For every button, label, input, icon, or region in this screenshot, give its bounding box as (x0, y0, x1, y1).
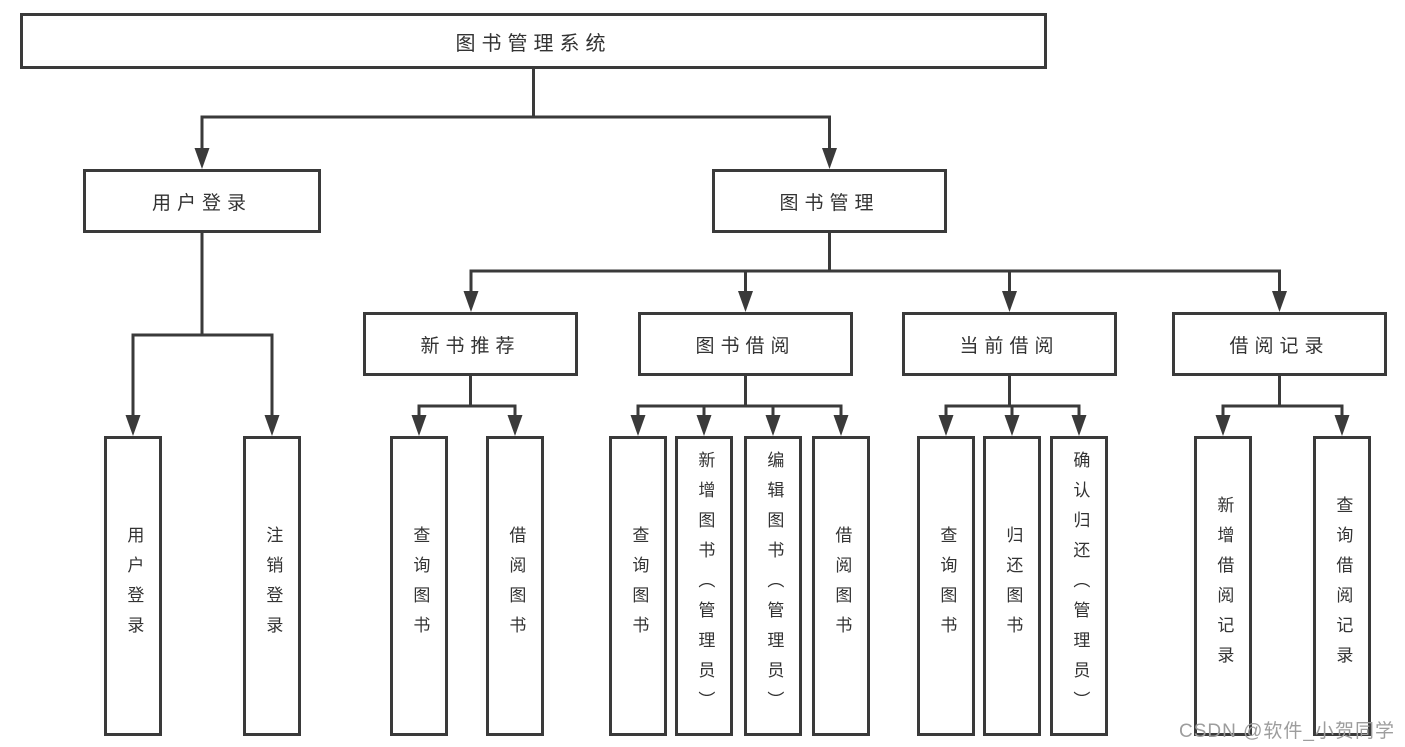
node-leaf-borrow-books: 借阅图书 (812, 436, 870, 736)
node-label: 查询图书 (629, 526, 649, 646)
node-label: 注销登录 (263, 526, 283, 646)
node-leaf-borrow-books: 借阅图书 (486, 436, 544, 736)
node-book-borrowing: 图书借阅 (638, 312, 853, 376)
node-book-management: 图书管理 (712, 169, 947, 233)
node-leaf-edit-books-admin: 编辑图书（管理员） (744, 436, 802, 736)
node-label: 借阅图书 (832, 526, 852, 646)
node-label: 查询图书 (410, 526, 430, 646)
node-label: 编辑图书（管理员） (764, 451, 784, 721)
node-label: 查询图书 (937, 526, 957, 646)
node-label: 图书管理 (779, 192, 880, 214)
node-label: 图书管理系统 (455, 32, 612, 55)
node-label: 新书推荐 (420, 335, 521, 357)
node-borrowing-records: 借阅记录 (1172, 312, 1387, 376)
node-new-book-recommend: 新书推荐 (363, 312, 578, 376)
node-label: 当前借阅 (959, 335, 1060, 357)
node-leaf-user-login: 用户登录 (104, 436, 162, 736)
node-label: 新增借阅记录 (1214, 496, 1234, 676)
node-leaf-query-books: 查询图书 (390, 436, 448, 736)
node-label: 新增图书（管理员） (695, 451, 715, 721)
node-leaf-query-borrow-record: 查询借阅记录 (1313, 436, 1371, 736)
node-leaf-add-books-admin: 新增图书（管理员） (675, 436, 733, 736)
node-leaf-query-books: 查询图书 (609, 436, 667, 736)
node-leaf-query-books: 查询图书 (917, 436, 975, 736)
node-leaf-return-books: 归还图书 (983, 436, 1041, 736)
node-label: 图书借阅 (695, 335, 796, 357)
node-label: 用户登录 (151, 192, 252, 214)
node-label: 用户登录 (124, 526, 144, 646)
csdn-watermark: CSDN @软件_小贺同学 (1179, 721, 1395, 742)
node-label: 借阅图书 (506, 526, 526, 646)
node-label: 借阅记录 (1229, 335, 1330, 357)
node-label: 归还图书 (1003, 526, 1023, 646)
node-current-borrowing: 当前借阅 (902, 312, 1117, 376)
node-library-management-system: 图书管理系统 (20, 13, 1047, 69)
node-leaf-add-borrow-record: 新增借阅记录 (1194, 436, 1252, 736)
node-leaf-confirm-return-admin: 确认归还（管理员） (1050, 436, 1108, 736)
node-label: 确认归还（管理员） (1070, 451, 1090, 721)
node-user-login: 用户登录 (83, 169, 321, 233)
node-leaf-logout: 注销登录 (243, 436, 301, 736)
node-label: 查询借阅记录 (1333, 496, 1353, 676)
